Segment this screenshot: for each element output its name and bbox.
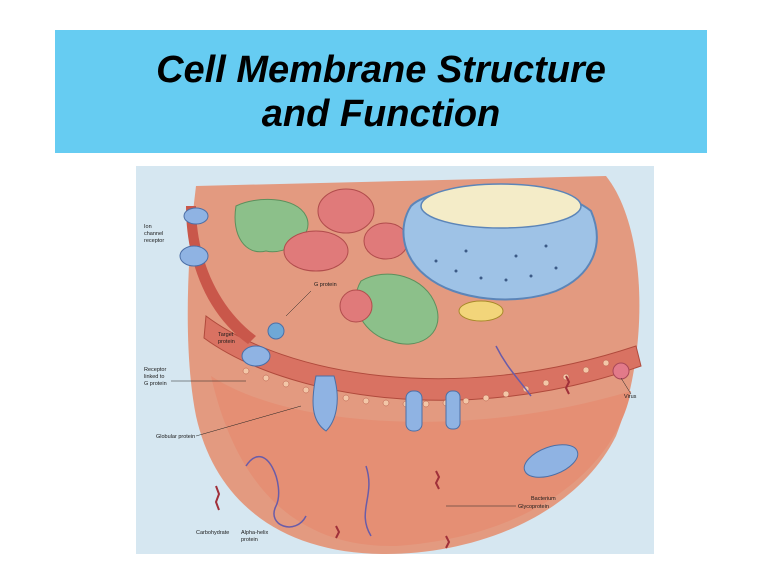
ion-channel-receptors	[179, 207, 209, 267]
label-target-protein-2: protein	[218, 339, 235, 345]
nuclear-pores	[434, 244, 558, 282]
bacterium	[523, 444, 579, 478]
cell-diagram-svg: Ion channel receptor G protein Target pr…	[136, 166, 654, 554]
label-bacterium: Bacterium	[531, 496, 556, 502]
label-target-protein-1: Target	[218, 332, 234, 338]
virus	[612, 362, 630, 380]
leader-lines	[171, 290, 632, 507]
label-carbohydrate: Carbohydrate	[196, 530, 229, 536]
label-ion-channel-3: receptor	[144, 238, 164, 244]
slide-title-line-2: and Function	[261, 92, 501, 135]
label-receptor-1: Receptor	[144, 367, 166, 373]
label-alpha-helix-1: Alpha-helix	[241, 530, 268, 536]
label-receptor-2: linked to	[144, 374, 165, 380]
carbohydrate-chains	[214, 375, 571, 549]
title-banner: Cell Membrane Structure and Function	[55, 30, 707, 153]
transmembrane-proteins	[241, 322, 461, 432]
cell-membrane-illustration: Ion channel receptor G protein Target pr…	[136, 166, 654, 554]
label-ion-channel-1: Ion	[144, 224, 152, 230]
label-ion-channel-2: channel	[144, 231, 163, 237]
alpha-helix-strands	[245, 345, 532, 537]
label-virus: Virus	[624, 394, 637, 400]
label-globular-protein: Globular protein	[156, 434, 195, 440]
slide-title-line-1: Cell Membrane Structure	[156, 48, 606, 91]
label-glycoprotein: Glycoprotein	[518, 504, 549, 510]
label-receptor-3: G protein	[144, 381, 167, 387]
vesicles	[283, 188, 409, 323]
label-alpha-helix-2: protein	[241, 537, 258, 543]
mitochondrion	[458, 300, 504, 322]
nucleolus	[420, 183, 582, 229]
plasma-membrane-band	[203, 315, 642, 401]
label-g-protein: G protein	[314, 282, 337, 288]
